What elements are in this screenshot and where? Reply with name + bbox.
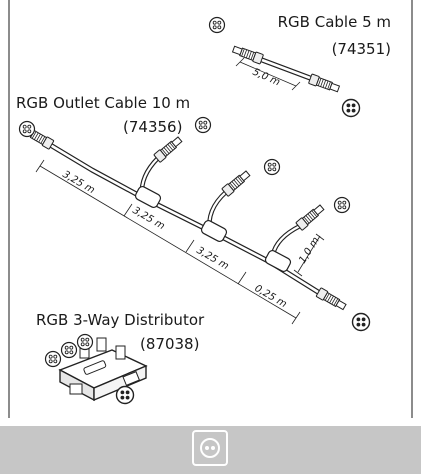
outlet-branch-1-plug: [153, 134, 184, 163]
cable-5m-length-label: 5,0 m: [251, 67, 282, 89]
footer-bar: [0, 426, 421, 474]
outlet-branch-3-plug: [295, 202, 326, 231]
right-frame-line: [411, 0, 413, 418]
power-socket-ring: [200, 438, 220, 458]
cable-system-diagram: 5,0 m: [18, 16, 371, 405]
outlet-branch-3-female-socket-icon: [333, 196, 351, 214]
outlet-branch-2: [200, 168, 252, 243]
outlet-cable-illustration: 3,25 m 3,25 m 3,25 m 0,25 m 1,0 m: [22, 125, 348, 325]
power-socket-icon: [192, 430, 228, 466]
cable-5m-male-plug-icon: [341, 98, 361, 118]
outlet-branch-2-plug: [221, 168, 252, 197]
distributor-female-socket-2-icon: [60, 341, 78, 359]
segment-4-label: 0,25 m: [253, 283, 289, 310]
distributor-name: RGB 3-Way Distributor: [36, 311, 205, 329]
segment-1-label: 3,25 m: [61, 169, 97, 196]
outlet-branch-2-female-socket-icon: [263, 158, 281, 176]
power-socket-pin-left: [205, 446, 209, 450]
cable-5m-article: (74351): [331, 40, 391, 58]
cable-5m-illustration: 5,0 m: [231, 43, 341, 95]
distributor-female-socket-3-icon: [76, 333, 94, 351]
distributor-male-plug-icon: [115, 385, 135, 405]
left-frame-line: [8, 0, 10, 418]
outlet-end-male-plug-icon: [351, 312, 371, 332]
cable-5m-plug-a: [231, 43, 264, 65]
outlet-branch-1: [134, 134, 184, 209]
cable-5m-plug-b: [308, 73, 341, 95]
distributor-illustration: [58, 337, 148, 402]
outlet-branch-3: [264, 202, 326, 273]
cable-5m-name: RGB Cable 5 m: [277, 13, 391, 31]
outlet-branch-1-female-socket-icon: [194, 116, 212, 134]
branch-length-label: 1,0 m: [297, 235, 322, 265]
outlet-cable-article: (74356): [123, 118, 183, 136]
outlet-input-female-socket-icon: [18, 120, 36, 138]
outlet-cable-end-plug: [315, 287, 348, 312]
cable-5m-female-socket-icon: [208, 16, 226, 34]
distributor-article: (87038): [140, 335, 200, 353]
distributor-female-socket-1-icon: [44, 350, 62, 368]
power-socket-pin-right: [211, 446, 215, 450]
outlet-cable-name: RGB Outlet Cable 10 m: [16, 94, 191, 112]
